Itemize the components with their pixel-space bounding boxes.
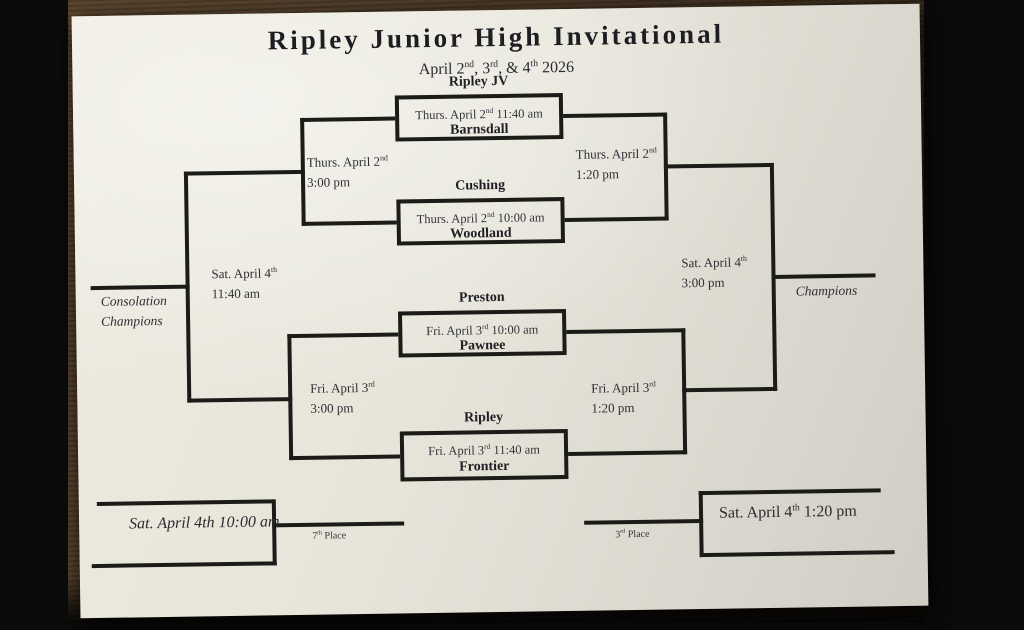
championship-final-time: 3:00 pm — [681, 274, 725, 291]
bracket-line-g2-right-feeder — [564, 216, 669, 223]
bracket-line-upper-right-advance — [663, 162, 774, 169]
bracket-line-7th-vertical — [271, 499, 277, 566]
game2-box: Thurs. April 2nd 10:00 am Woodland — [396, 197, 565, 246]
upper-left-semifinal-date: Thurs. April 2nd — [306, 153, 388, 170]
bracket-line-g4-left-feeder — [289, 454, 401, 461]
bracket-line-g2-left-feeder — [301, 220, 397, 226]
game4-top-team: Ripley — [464, 409, 504, 426]
bracket-line-lower-right-advance — [682, 386, 778, 393]
bracket-line-lower-left-advance — [187, 397, 293, 403]
game1-box: Thurs. April 2nd 11:40 am Barnsdall — [394, 93, 564, 142]
game2-bottom-team: Woodland — [449, 225, 512, 242]
game3-bottom-team: Pawnee — [459, 337, 506, 354]
championship-final-date: Sat. April 4th — [681, 254, 747, 271]
seventh-place-label: 7th Place — [312, 530, 347, 542]
game3-box: Fri. April 3rd 10:00 am Pawnee — [397, 309, 567, 358]
tournament-title: Ripley Junior High Invitational — [267, 18, 725, 56]
upper-right-semifinal-date: Thurs. April 2nd — [575, 145, 657, 162]
bracket-line-7th-bottom — [91, 561, 277, 569]
bracket-line-3rd-top — [698, 488, 881, 496]
bracket-line-g3-left-feeder — [287, 332, 399, 339]
bracket-line-upper-left-advance — [183, 169, 305, 176]
consolation-final-label: Sat. April 4th 11:40 am — [211, 263, 277, 304]
consolation-final-time: 11:40 am — [211, 285, 261, 302]
upper-left-semifinal-label: Thurs. April 2nd 3:00 pm — [307, 152, 389, 193]
bracket-line-7th-top — [96, 499, 274, 507]
bracket-sheet: Ripley Junior High Invitational April 2n… — [71, 3, 929, 619]
game4-box: Fri. April 3rd 11:40 am Frontier — [399, 429, 569, 482]
game2-top-team: Cushing — [455, 177, 506, 194]
lower-left-semifinal-date: Fri. April 3rd — [310, 379, 375, 396]
bracket-line-3rd-vertical — [698, 491, 704, 558]
upper-right-semifinal-label: Thurs. April 2nd 1:20 pm — [576, 144, 658, 185]
bracket-line-g1-left-feeder — [300, 116, 396, 122]
bracket-line-champions — [771, 273, 876, 279]
lower-left-semifinal-label: Fri. April 3rd 3:00 pm — [310, 378, 375, 419]
upper-left-semifinal-time: 3:00 pm — [306, 174, 351, 190]
bracket-line-g1-right-feeder — [563, 112, 668, 119]
bracket-line-g4-right-feeder — [568, 450, 688, 457]
third-place-game-time: Sat. April 4th 1:20 pm — [718, 502, 857, 522]
bracket-line-g3-right-feeder — [566, 328, 686, 335]
lower-right-semifinal-label: Fri. April 3rd 1:20 pm — [591, 378, 656, 419]
lower-right-semifinal-date: Fri. April 3rd — [591, 379, 656, 396]
game3-top-team: Preston — [458, 289, 505, 306]
bracket-line-consolation-champions — [90, 284, 190, 291]
consolation-champions-label: Consolation Champions — [100, 292, 167, 329]
consolation-final-date: Sat. April 4th — [211, 264, 278, 282]
bracket-line-7th-place — [272, 521, 405, 528]
champions-label: Champions — [795, 282, 858, 299]
third-place-label: 3rd Place — [615, 528, 650, 541]
game2-time: Thurs. April 2nd 10:00 am — [416, 209, 545, 227]
bracket-line-3rd-place — [584, 519, 704, 525]
upper-right-semifinal-time: 1:20 pm — [575, 166, 620, 182]
game4-bottom-team: Frontier — [459, 458, 510, 475]
game3-time: Fri. April 3rd 10:00 am — [426, 322, 539, 339]
championship-final-label: Sat. April 4th 3:00 pm — [681, 252, 747, 293]
game1-top-team: Ripley JV — [448, 73, 509, 90]
bracket-line-3rd-bottom — [699, 550, 895, 558]
lower-right-semifinal-time: 1:20 pm — [591, 400, 635, 416]
lower-left-semifinal-time: 3:00 pm — [310, 400, 354, 416]
seventh-place-game-time: Sat. April 4th 10:00 am — [128, 513, 280, 533]
game1-bottom-team: Barnsdall — [450, 121, 509, 138]
game4-time: Fri. April 3rd 11:40 am — [428, 442, 541, 459]
game1-time: Thurs. April 2nd 11:40 am — [415, 105, 543, 123]
